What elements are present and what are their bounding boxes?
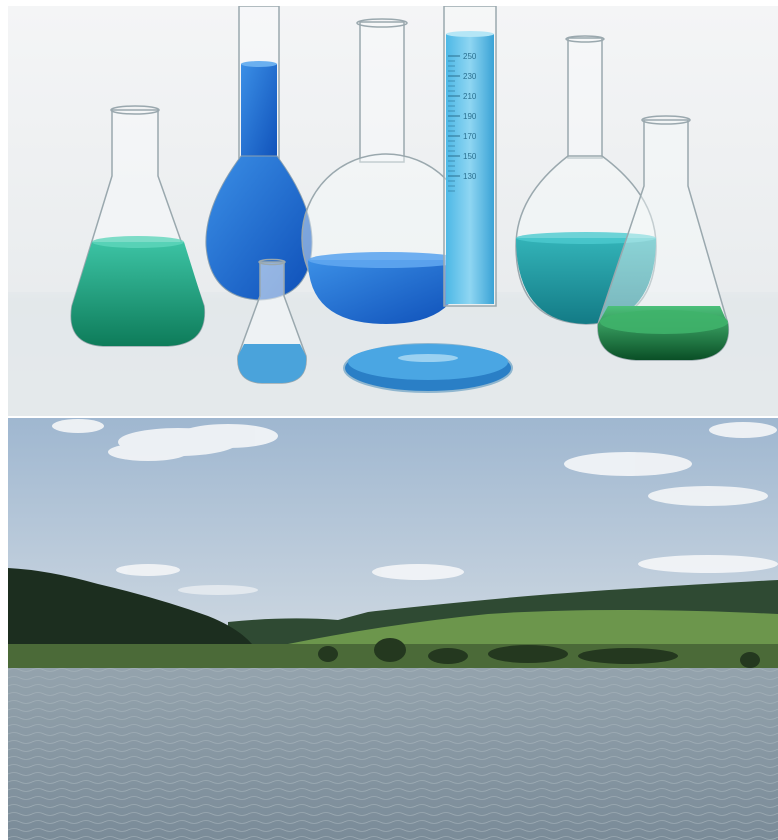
blue-volumetric-flask bbox=[205, 6, 313, 301]
lake-landscape-scene bbox=[8, 418, 778, 840]
petri-dish bbox=[343, 343, 513, 393]
dark-green-erlenmeyer-flask bbox=[597, 115, 730, 361]
lab-glassware-scene: 250 230 210 190 170 150 130 bbox=[8, 6, 778, 416]
cylinder-tick-label: 150 bbox=[463, 152, 477, 161]
cylinder-scale: 250 230 210 190 170 150 130 bbox=[448, 52, 477, 192]
cylinder-tick-label: 250 bbox=[463, 52, 477, 61]
lake-landscape-photo bbox=[8, 418, 778, 840]
shore-trees bbox=[318, 638, 760, 668]
graduated-cylinder: 250 230 210 190 170 150 130 bbox=[443, 6, 497, 307]
cylinder-tick-label: 130 bbox=[463, 172, 477, 181]
cylinder-tick-label: 190 bbox=[463, 112, 477, 121]
water-ripples bbox=[8, 668, 778, 840]
forested-hill bbox=[8, 568, 252, 666]
green-erlenmeyer-flask bbox=[70, 105, 206, 347]
lab-glassware-photo: 250 230 210 190 170 150 130 bbox=[8, 6, 778, 416]
round-bottom-flask bbox=[301, 18, 471, 324]
small-erlenmeyer-flask bbox=[237, 258, 307, 384]
clouds bbox=[52, 419, 778, 595]
teal-flask bbox=[515, 35, 657, 325]
cylinder-tick-label: 210 bbox=[463, 92, 477, 101]
cylinder-tick-label: 170 bbox=[463, 132, 477, 141]
cylinder-tick-label: 230 bbox=[463, 72, 477, 81]
